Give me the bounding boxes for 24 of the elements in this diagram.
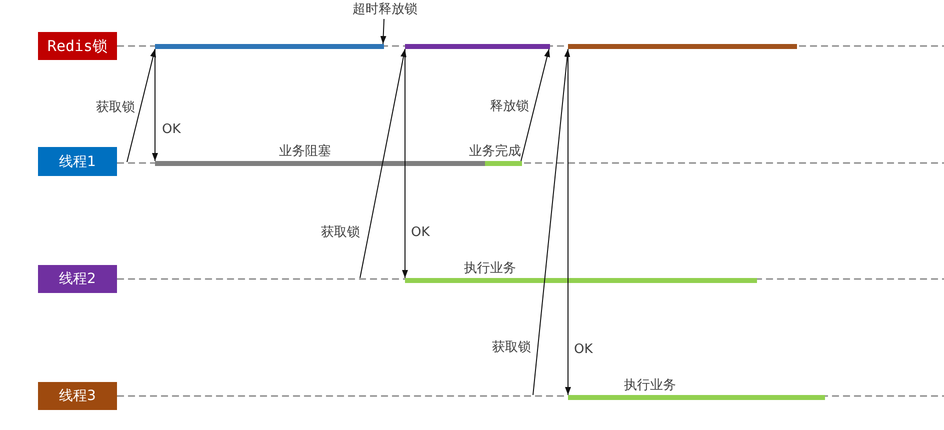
bar-label: 执行业务 [624, 378, 676, 394]
arrow [402, 48, 408, 278]
arrow [360, 48, 406, 278]
edge-label: 获取锁 [95, 100, 136, 116]
edge-label: 获取锁 [491, 340, 532, 356]
arrow [532, 48, 570, 396]
arrow [126, 48, 156, 162]
bar-label: 执行业务 [464, 261, 516, 277]
arrow [152, 48, 158, 162]
callout-text: 超时释放锁 [352, 1, 418, 19]
lane-label: Redis锁 [38, 32, 117, 60]
arrow [520, 48, 550, 162]
lane-label: 线程3 [38, 382, 117, 410]
timeline-bar [155, 44, 384, 49]
lane-label: 线程1 [38, 147, 117, 176]
timeline-bar [568, 44, 797, 49]
edge-label: 获取锁 [320, 225, 361, 241]
edge-label: 释放锁 [489, 99, 530, 115]
bar-label: 业务阻塞 [279, 144, 331, 160]
timeline-bar [405, 44, 550, 49]
lane-label: 线程2 [38, 265, 117, 293]
arrow [565, 48, 571, 396]
arrow [380, 18, 386, 44]
bar-label: 业务完成 [469, 144, 521, 160]
